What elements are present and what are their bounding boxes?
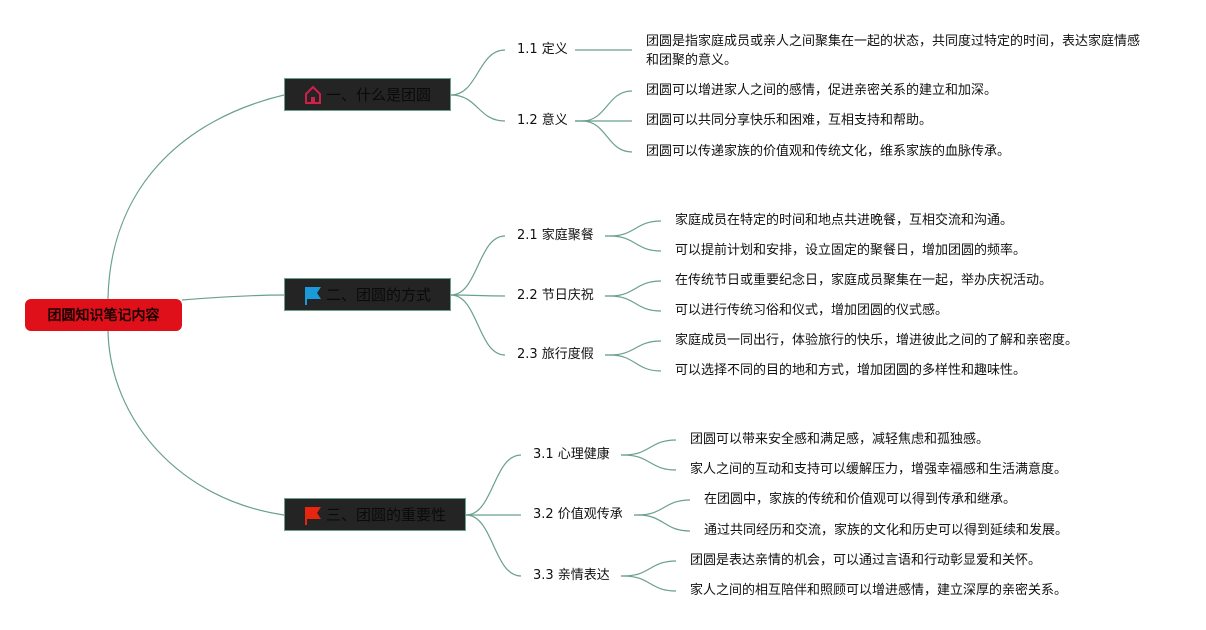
- branch-link: [450, 94, 506, 122]
- subtopic[interactable]: 2.2 节日庆祝: [517, 288, 594, 303]
- root-label: 团圆知识笔记内容: [47, 308, 160, 324]
- leaf-note[interactable]: 通过共同经历和交流，家族的文化和历史可以得到延续和发展。: [704, 523, 1069, 538]
- leaf-link: [609, 280, 662, 297]
- leaf-link: [609, 354, 662, 372]
- branch-label: 二、团圆的方式: [325, 286, 431, 304]
- subtopic[interactable]: 3.2 价值观传承: [533, 507, 623, 522]
- leaf-link: [623, 575, 677, 592]
- branch-ways-of-reunion[interactable]: 二、团圆的方式: [284, 278, 451, 311]
- root-link: [107, 330, 285, 516]
- root-topic[interactable]: 团圆知识笔记内容: [25, 299, 182, 331]
- branch-link: [465, 454, 522, 516]
- subtopic[interactable]: 2.3 旅行度假: [517, 347, 594, 362]
- branch-importance[interactable]: 三、团圆的重要性: [284, 498, 466, 531]
- blue-flag-icon: [304, 286, 321, 305]
- leaf-note[interactable]: 可以提前计划和安排，设立固定的聚餐日，增加团圆的频率。: [675, 243, 1027, 258]
- leaf-note[interactable]: 可以进行传统习俗和仪式，增加团圆的仪式感。: [675, 303, 949, 318]
- branch-link: [450, 294, 506, 297]
- leaf-note[interactable]: 家人之间的相互陪伴和照顾可以增进感情，建立深厚的亲密关系。: [690, 583, 1068, 598]
- leaf-note[interactable]: 在传统节日或重要纪念日，家庭成员聚集在一起，举办庆祝活动。: [675, 273, 1053, 288]
- branch-label: 一、什么是团圆: [325, 86, 431, 104]
- leaf-link: [609, 340, 662, 356]
- subtopic[interactable]: 1.2 意义: [517, 113, 568, 128]
- branch-link: [450, 235, 506, 296]
- leaf-note[interactable]: 家人之间的互动和支持可以缓解压力，增强幸福感和生活满意度。: [690, 462, 1068, 477]
- leaf-link: [609, 235, 662, 252]
- leaf-note[interactable]: 家庭成员在特定的时间和地点共进晚餐，互相交流和沟通。: [675, 213, 1014, 228]
- leaf-note[interactable]: 团圆可以增进家人之间的感情，促进亲密关系的建立和加深。: [646, 83, 998, 98]
- leaf-link: [623, 439, 677, 456]
- branch-link: [450, 294, 506, 356]
- subtopic[interactable]: 1.1 定义: [517, 42, 568, 57]
- branch-link: [450, 49, 506, 96]
- leaf-link: [581, 120, 633, 153]
- leaf-note[interactable]: 可以选择不同的目的地和方式，增加团圆的多样性和趣味性。: [675, 363, 1027, 378]
- leaf-note[interactable]: 团圆可以传递家族的价值观和传统文化，维系家族的血脉传承。: [646, 144, 1011, 159]
- leaf-note[interactable]: 团圆是指家庭成员或亲人之间聚集在一起的状态，共同度过特定的时间，表达家庭情感和团…: [646, 34, 1141, 68]
- branch-label: 三、团圆的重要性: [325, 506, 446, 524]
- branch-what-is-reunion[interactable]: 一、什么是团圆: [284, 78, 451, 111]
- leaf-link: [623, 560, 677, 577]
- leaf-link: [609, 220, 662, 237]
- root-link: [181, 294, 285, 301]
- home-icon: [304, 85, 321, 104]
- leaf-link: [623, 454, 677, 471]
- leaf-note[interactable]: 在团圆中，家族的传统和价值观可以得到传承和继承。: [704, 492, 1017, 507]
- branch-link: [465, 514, 522, 577]
- leaf-link: [637, 514, 691, 532]
- subtopic[interactable]: 3.3 亲情表达: [533, 568, 610, 583]
- leaf-note[interactable]: 团圆是表达亲情的机会，可以通过言语和行动彰显爱和关怀。: [690, 553, 1042, 568]
- leaf-note[interactable]: 家庭成员一同出行，体验旅行的快乐，增进彼此之间的了解和亲密度。: [675, 333, 1079, 348]
- leaf-link: [609, 295, 662, 312]
- leaf-link: [637, 499, 691, 516]
- root-link: [107, 94, 285, 300]
- subtopic[interactable]: 3.1 心理健康: [533, 447, 610, 462]
- red-flag-icon: [304, 506, 321, 525]
- leaf-link: [581, 90, 633, 122]
- leaf-note[interactable]: 团圆可以共同分享快乐和困难，互相支持和帮助。: [646, 113, 933, 128]
- leaf-note[interactable]: 团圆可以带来安全感和满足感，减轻焦虑和孤独感。: [690, 432, 990, 447]
- subtopic[interactable]: 2.1 家庭聚餐: [517, 228, 594, 243]
